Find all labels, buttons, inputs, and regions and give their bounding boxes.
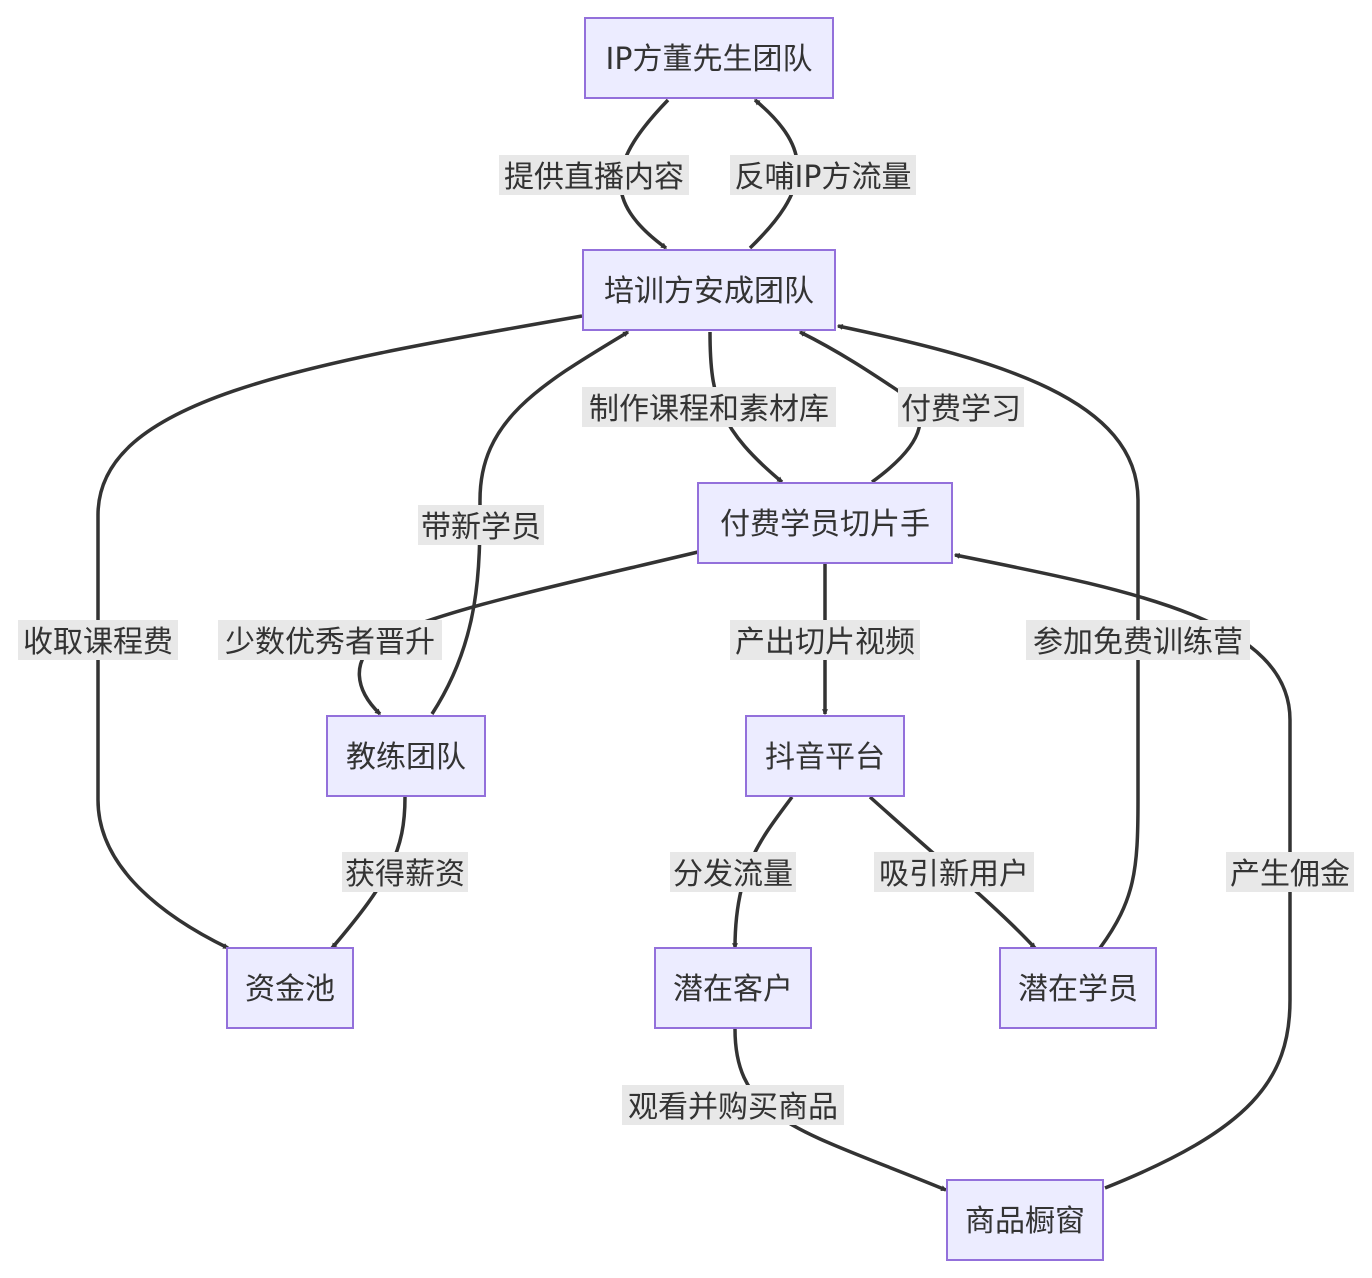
node-training-team: 培训方安成团队 xyxy=(582,249,836,331)
node-showcase-text: 商品橱窗 xyxy=(965,1204,1085,1239)
label-paid-learning-text: 付费学习 xyxy=(901,392,1021,427)
label-paid-learning: 付费学习 xyxy=(898,387,1024,427)
node-potential-customer: 潜在客户 xyxy=(654,947,812,1029)
label-buy-goods-text: 观看并购买商品 xyxy=(628,1090,838,1125)
edge-collect-fee xyxy=(96,314,583,950)
node-coach-team: 教练团队 xyxy=(326,715,486,797)
node-douyin: 抖音平台 xyxy=(745,715,905,797)
node-fund-pool-text: 资金池 xyxy=(245,972,335,1007)
label-make-courses: 制作课程和素材库 xyxy=(582,387,836,427)
node-training-team-text: 培训方安成团队 xyxy=(604,274,814,309)
label-distribute-traffic: 分发流量 xyxy=(670,852,796,892)
label-bring-students-text: 带新学员 xyxy=(421,510,541,545)
edge-join-camp xyxy=(836,324,1140,950)
node-showcase: 商品橱窗 xyxy=(946,1179,1104,1261)
label-feedback-traffic: 反哺IP方流量 xyxy=(730,155,916,195)
label-bring-students: 带新学员 xyxy=(418,505,544,545)
label-provide-live-text: 提供直播内容 xyxy=(504,160,684,195)
node-ip-team: IP方董先生团队 xyxy=(584,17,834,99)
label-make-courses-text: 制作课程和素材库 xyxy=(589,392,829,427)
label-collect-fee-text: 收取课程费 xyxy=(23,625,173,660)
node-paid-clipper-text: 付费学员切片手 xyxy=(720,507,930,542)
label-provide-live: 提供直播内容 xyxy=(499,155,689,195)
edge-bring-students xyxy=(430,330,630,715)
node-potential-student: 潜在学员 xyxy=(999,947,1157,1029)
label-attract-users-text: 吸引新用户 xyxy=(879,857,1029,892)
label-feedback-traffic-text: 反哺IP方流量 xyxy=(735,160,912,195)
node-coach-team-text: 教练团队 xyxy=(346,740,466,775)
label-get-salary-text: 获得薪资 xyxy=(345,857,465,892)
node-potential-student-text: 潜在学员 xyxy=(1018,972,1138,1007)
label-attract-users: 吸引新用户 xyxy=(874,852,1034,892)
edge-commission xyxy=(953,552,1292,1190)
label-promote-text: 少数优秀者晋升 xyxy=(225,625,435,660)
label-commission: 产生佣金 xyxy=(1226,852,1354,892)
node-douyin-text: 抖音平台 xyxy=(765,740,885,775)
label-join-camp: 参加免费训练营 xyxy=(1026,620,1250,660)
label-get-salary: 获得薪资 xyxy=(342,852,468,892)
label-promote: 少数优秀者晋升 xyxy=(218,620,442,660)
label-buy-goods: 观看并购买商品 xyxy=(622,1085,844,1125)
node-potential-customer-text: 潜在客户 xyxy=(673,972,793,1007)
label-distribute-traffic-text: 分发流量 xyxy=(673,857,793,892)
node-paid-clipper: 付费学员切片手 xyxy=(697,482,953,564)
node-ip-team-text: IP方董先生团队 xyxy=(606,42,813,77)
label-produce-clips-text: 产出切片视频 xyxy=(735,625,915,660)
label-produce-clips: 产出切片视频 xyxy=(730,620,920,660)
label-join-camp-text: 参加免费训练营 xyxy=(1033,625,1243,660)
label-commission-text: 产生佣金 xyxy=(1230,857,1350,892)
label-collect-fee: 收取课程费 xyxy=(18,620,178,660)
node-fund-pool: 资金池 xyxy=(226,947,354,1029)
